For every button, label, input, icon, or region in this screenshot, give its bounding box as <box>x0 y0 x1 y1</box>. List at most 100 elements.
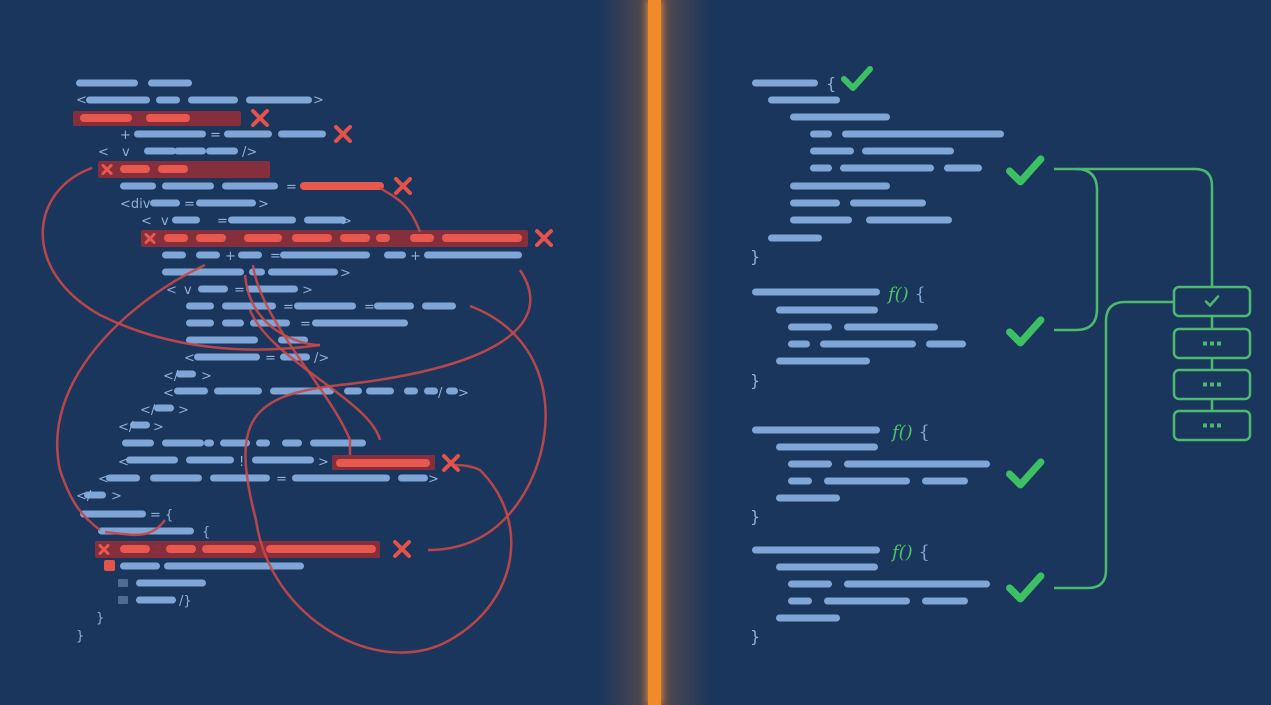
code-bar <box>210 474 270 482</box>
code-bar <box>424 387 438 395</box>
code-bar <box>776 563 878 571</box>
code-bar <box>776 614 840 622</box>
code-bar <box>150 199 180 207</box>
code-bar <box>776 443 878 451</box>
x-stroke <box>442 454 460 472</box>
checkmark-icon <box>841 66 873 91</box>
clean-code-block: f() {} <box>750 284 1045 390</box>
code-bar <box>136 579 206 587</box>
code-bar <box>788 477 812 485</box>
code-bar <box>304 216 346 224</box>
code-bar <box>244 234 282 242</box>
code-token: = <box>270 249 281 264</box>
code-bar <box>280 251 370 259</box>
x-stroke <box>101 164 113 175</box>
open-brace: { <box>826 74 836 93</box>
code-bar <box>376 234 390 242</box>
tangled-dependency-curve <box>244 269 532 654</box>
code-bar <box>176 370 196 378</box>
x-stroke <box>334 125 352 143</box>
code-bar <box>810 164 832 172</box>
code-token: + <box>120 128 131 143</box>
code-token: > <box>318 455 329 470</box>
code-bar <box>164 234 188 242</box>
code-bar <box>206 147 238 155</box>
code-bar <box>374 302 414 310</box>
tangled-dependency-curve <box>248 309 382 441</box>
code-bar <box>422 302 456 310</box>
code-bar <box>790 182 890 190</box>
code-token: v <box>161 214 169 229</box>
close-brace: } <box>750 507 760 526</box>
code-bar <box>300 182 384 190</box>
code-bar <box>424 251 522 259</box>
x-stroke <box>98 544 110 555</box>
code-bar <box>196 234 226 242</box>
close-brace: } <box>750 627 760 646</box>
code-bar <box>944 164 982 172</box>
orange-divider <box>648 0 661 705</box>
connector-line <box>1054 300 1174 590</box>
code-bar <box>752 79 818 87</box>
code-bar <box>238 251 262 259</box>
code-token: > <box>340 266 351 281</box>
code-bar <box>840 164 934 172</box>
checkmark-icon <box>1006 458 1045 489</box>
connector-line <box>1054 167 1099 332</box>
code-bar <box>194 353 260 361</box>
tangled-dependency-curve <box>251 264 352 455</box>
code-bar <box>862 147 954 155</box>
gutter-square-icon <box>118 579 128 587</box>
dot-icon <box>1217 341 1221 346</box>
code-bar <box>250 319 290 327</box>
dot-icon <box>1203 423 1207 428</box>
code-bar <box>790 216 852 224</box>
code-bar <box>80 510 146 518</box>
code-bar <box>122 439 154 447</box>
code-token: < <box>98 145 109 160</box>
tangled-dependency-curve <box>41 166 321 351</box>
close-brace: } <box>750 247 760 266</box>
code-bar <box>158 165 188 173</box>
code-token: v <box>122 145 130 160</box>
x-stroke <box>251 109 269 127</box>
tangled-dependency-curve <box>243 274 321 347</box>
code-bar <box>788 580 832 588</box>
x-stroke <box>394 177 412 195</box>
code-token: </ <box>163 369 179 384</box>
code-token: > <box>313 93 324 108</box>
x-stroke <box>144 233 156 244</box>
dot-icon <box>1203 382 1207 387</box>
code-bar <box>292 234 332 242</box>
code-token: /> <box>242 145 257 160</box>
checkmark-icon <box>1006 572 1045 603</box>
code-token: + <box>410 249 421 264</box>
code-bar <box>366 387 394 395</box>
code-bar <box>84 491 106 499</box>
module-stack-box <box>1172 409 1252 442</box>
code-token: + <box>225 249 236 264</box>
check-icon <box>1204 295 1220 308</box>
code-bar <box>824 597 910 605</box>
code-bar <box>410 234 434 242</box>
code-bar <box>188 96 238 104</box>
code-token: </ <box>118 420 134 435</box>
code-token: > <box>458 386 469 401</box>
code-bar <box>204 439 214 447</box>
code-bar <box>120 545 150 553</box>
code-bar <box>172 216 200 224</box>
code-bar <box>246 96 312 104</box>
code-bar <box>752 546 880 554</box>
code-bar <box>398 474 428 482</box>
code-token: = <box>234 283 245 298</box>
code-token: < <box>166 283 177 298</box>
code-bar <box>384 251 406 259</box>
code-bar <box>162 251 186 259</box>
code-bar <box>282 439 302 447</box>
messy-code-panel: <>+=<v/>=<div=><v=>+=+><v=>===<=/></></>… <box>41 79 553 654</box>
x-stroke <box>535 229 553 247</box>
code-bar <box>788 460 832 468</box>
code-bar <box>310 439 366 447</box>
x-stroke <box>393 540 411 558</box>
